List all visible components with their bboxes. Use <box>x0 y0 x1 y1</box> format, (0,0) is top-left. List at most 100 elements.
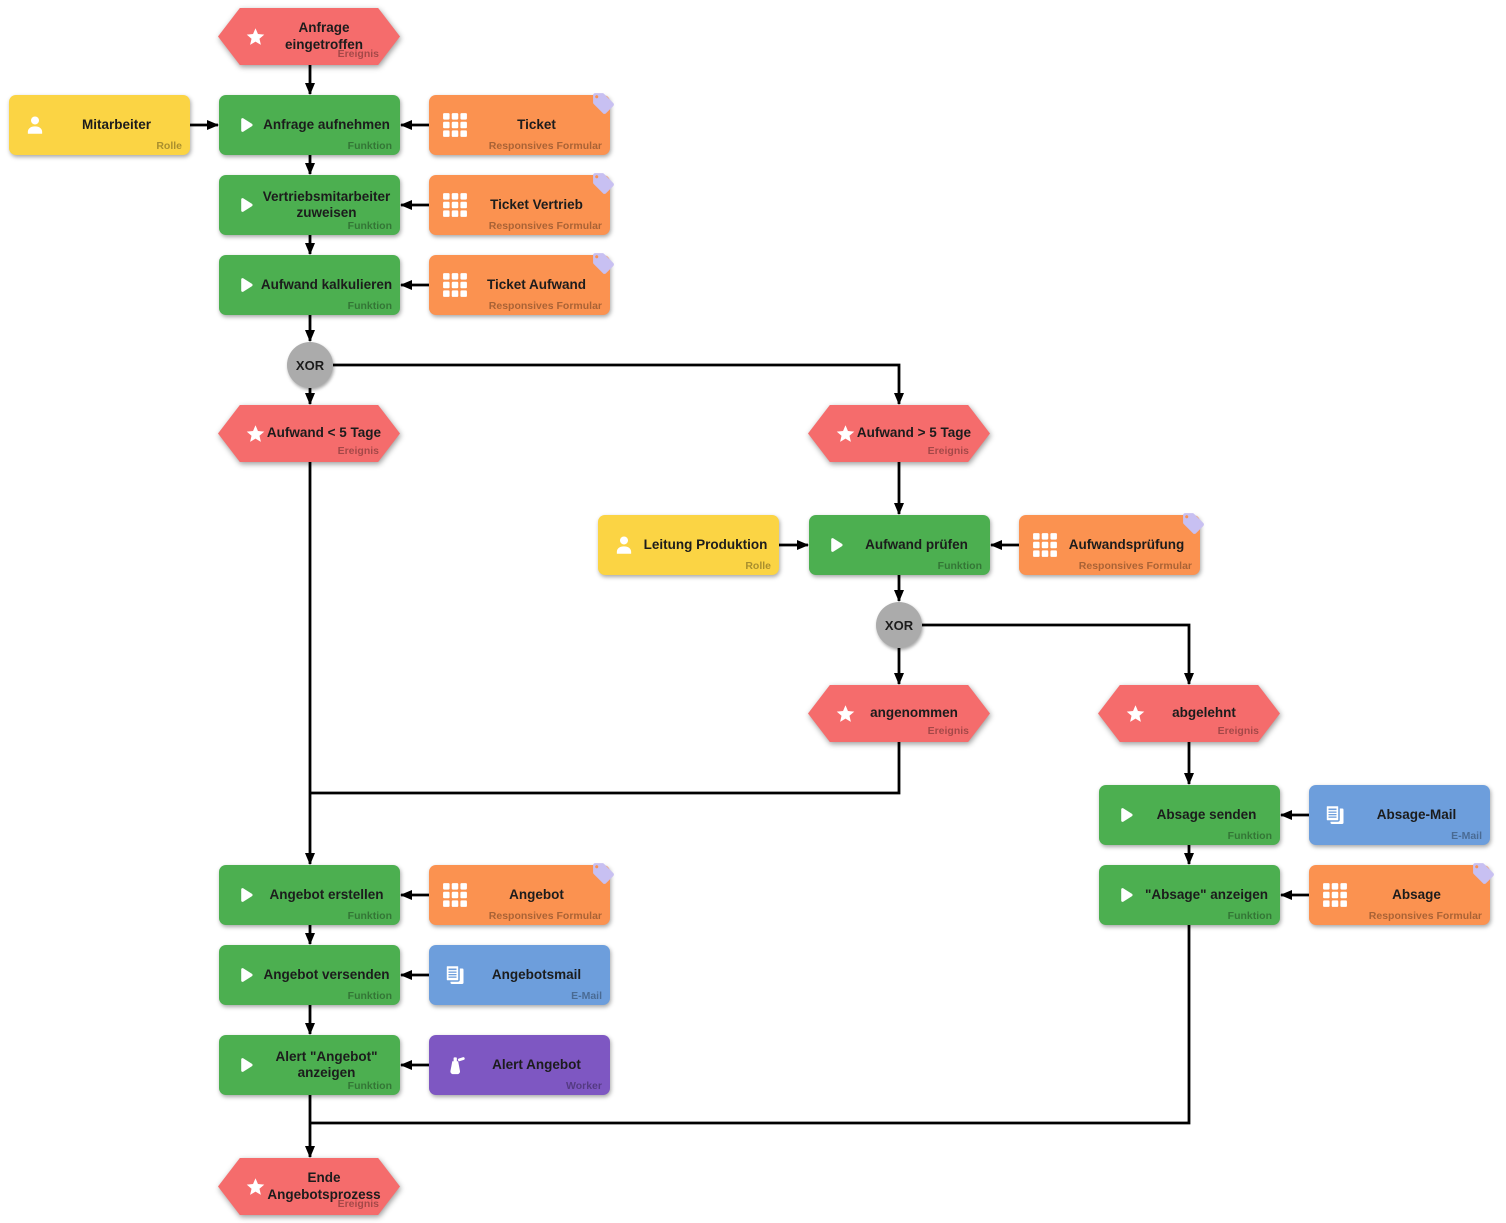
node-type-label: Responsives Formular <box>488 140 602 152</box>
node-title: abgelehnt <box>1172 705 1236 721</box>
node-type-label: Funktion <box>347 1080 392 1092</box>
tag-icon <box>1181 511 1206 536</box>
function-absage-senden[interactable]: Absage senden Funktion <box>1099 785 1280 845</box>
event-shape: Anfrage eingetroffen Ereignis <box>218 8 400 65</box>
function-vertriebsmitarbeiter-zuweisen[interactable]: Vertriebsmitarbeiter zuweisen Funktion <box>219 175 400 235</box>
grid-icon <box>442 272 468 298</box>
play-icon <box>232 1052 258 1078</box>
person-icon <box>611 532 637 558</box>
node-title: Angebotsmail <box>491 966 582 982</box>
play-icon <box>1112 882 1138 908</box>
connector-angenommen-merge <box>310 742 901 795</box>
person-icon <box>22 112 48 138</box>
play-icon <box>232 112 258 138</box>
event-angenommen[interactable]: angenommen Ereignis <box>808 685 990 742</box>
grid-icon <box>1322 882 1348 908</box>
node-title: Anfrage aufnehmen <box>263 116 390 132</box>
node-type-label: Ereignis <box>337 48 379 60</box>
play-icon <box>822 532 848 558</box>
node-title: Absage-Mail <box>1376 806 1457 822</box>
node-title: Vertriebsmitarbeiter zuweisen <box>262 188 391 220</box>
node-title: Absage <box>1392 886 1441 902</box>
node-type-label: Ereignis <box>927 725 969 737</box>
node-title: Aufwand kalkulieren <box>260 276 393 292</box>
event-anfrage-eingetroffen[interactable]: Anfrage eingetroffen Ereignis <box>218 8 400 65</box>
form-ticket-vertrieb[interactable]: Ticket Vertrieb Responsives Formular <box>429 175 610 235</box>
tag-icon <box>591 861 616 886</box>
node-title: Ticket Vertrieb <box>490 196 583 212</box>
node-type-label: Worker <box>566 1080 602 1092</box>
tag-icon <box>591 171 616 196</box>
node-type-label: Funktion <box>937 560 982 572</box>
grid-icon <box>442 882 468 908</box>
xor-gateway-2[interactable]: XOR <box>876 602 922 648</box>
node-type-label: Ereignis <box>927 445 969 457</box>
node-type-label: Funktion <box>347 990 392 1002</box>
form-absage[interactable]: Absage Responsives Formular <box>1309 865 1490 925</box>
connector-xor1-to-aufwand-gt5 <box>333 363 904 405</box>
node-type-label: E-Mail <box>1451 830 1482 842</box>
node-title: Alert Angebot <box>492 1056 581 1072</box>
gateway-label: XOR <box>295 357 325 373</box>
function-alert-angebot-anzeigen[interactable]: Alert "Angebot" anzeigen Funktion <box>219 1035 400 1095</box>
node-title: Ticket <box>517 116 556 132</box>
form-angebot[interactable]: Angebot Responsives Formular <box>429 865 610 925</box>
node-type-label: Ereignis <box>337 1198 379 1210</box>
event-aufwand-lt-5-tage[interactable]: Aufwand < 5 Tage Ereignis <box>218 405 400 462</box>
function-aufwand-pruefen[interactable]: Aufwand prüfen Funktion <box>809 515 990 575</box>
node-type-label: Funktion <box>347 910 392 922</box>
worker-alert-angebot[interactable]: Alert Angebot Worker <box>429 1035 610 1095</box>
node-title: Alert "Angebot" anzeigen <box>275 1048 378 1080</box>
function-aufwand-kalkulieren[interactable]: Aufwand kalkulieren Funktion <box>219 255 400 315</box>
node-type-label: Funktion <box>1227 830 1272 842</box>
node-title: Angebot <box>509 886 564 902</box>
function-angebot-erstellen[interactable]: Angebot erstellen Funktion <box>219 865 400 925</box>
event-ende-angebotsprozess[interactable]: Ende Angebotsprozess Ereignis <box>218 1158 400 1215</box>
xor-gateway-1[interactable]: XOR <box>287 342 333 388</box>
grid-icon <box>442 192 468 218</box>
node-title: Aufwandsprüfung <box>1068 536 1185 552</box>
node-type-label: Rolle <box>745 560 771 572</box>
node-title: Angebot erstellen <box>269 886 384 902</box>
node-title: Absage senden <box>1156 806 1257 822</box>
event-shape: angenommen Ereignis <box>808 685 990 742</box>
node-type-label: Responsives Formular <box>488 910 602 922</box>
node-title: Angebot versenden <box>263 966 390 982</box>
node-type-label: Funktion <box>347 220 392 232</box>
event-aufwand-gt-5-tage[interactable]: Aufwand > 5 Tage Ereignis <box>808 405 990 462</box>
form-aufwandspruefung[interactable]: Aufwandsprüfung Responsives Formular <box>1019 515 1200 575</box>
form-ticket-aufwand[interactable]: Ticket Aufwand Responsives Formular <box>429 255 610 315</box>
role-mitarbeiter[interactable]: Mitarbeiter Rolle <box>9 95 190 155</box>
node-title: Leitung Produktion <box>643 536 768 552</box>
node-type-label: Responsives Formular <box>488 300 602 312</box>
event-shape: Ende Angebotsprozess Ereignis <box>218 1158 400 1215</box>
node-title: Aufwand prüfen <box>865 536 968 552</box>
event-shape: Aufwand > 5 Tage Ereignis <box>808 405 990 462</box>
node-title: Ende Angebotsprozess <box>267 1170 381 1202</box>
node-title: Mitarbeiter <box>81 116 152 132</box>
form-ticket[interactable]: Ticket Responsives Formular <box>429 95 610 155</box>
node-type-label: E-Mail <box>571 990 602 1002</box>
role-leitung-produktion[interactable]: Leitung Produktion Rolle <box>598 515 779 575</box>
tag-icon <box>1471 861 1496 886</box>
node-type-label: Funktion <box>347 300 392 312</box>
mail-icon <box>1322 802 1348 828</box>
play-icon <box>232 882 258 908</box>
tag-icon <box>591 91 616 116</box>
gateway-label: XOR <box>884 617 914 633</box>
node-type-label: Responsives Formular <box>1368 910 1482 922</box>
node-title: angenommen <box>870 705 958 721</box>
event-abgelehnt[interactable]: abgelehnt Ereignis <box>1098 685 1280 742</box>
node-type-label: Funktion <box>1227 910 1272 922</box>
node-title: Ticket Aufwand <box>486 276 586 292</box>
function-angebot-versenden[interactable]: Angebot versenden Funktion <box>219 945 400 1005</box>
event-shape: Aufwand < 5 Tage Ereignis <box>218 405 400 462</box>
function-absage-anzeigen[interactable]: "Absage" anzeigen Funktion <box>1099 865 1280 925</box>
email-angebotsmail[interactable]: Angebotsmail E-Mail <box>429 945 610 1005</box>
grid-icon <box>1032 532 1058 558</box>
function-anfrage-aufnehmen[interactable]: Anfrage aufnehmen Funktion <box>219 95 400 155</box>
email-absage-mail[interactable]: Absage-Mail E-Mail <box>1309 785 1490 845</box>
play-icon <box>232 192 258 218</box>
node-title: Aufwand < 5 Tage <box>266 425 382 441</box>
